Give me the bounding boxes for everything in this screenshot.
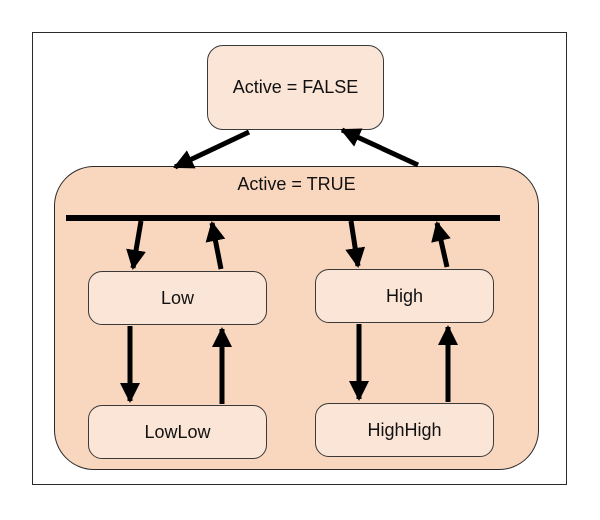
lowlow-state: LowLow (88, 405, 267, 459)
arrow-true-to-false (340, 127, 420, 168)
active-false-state: Active = FALSE (207, 45, 384, 130)
low-state: Low (88, 271, 267, 325)
arrow-high-to-bar (431, 221, 451, 268)
arrow-false-to-true (173, 129, 251, 170)
arrow-low-to-bar (205, 221, 226, 270)
arrow-bar-to-high (345, 220, 366, 268)
active-true-label: Active = TRUE (237, 174, 356, 194)
arrow-bar-to-low (126, 220, 146, 270)
highhigh-state: HighHigh (315, 403, 494, 457)
high-state: High (315, 269, 494, 323)
